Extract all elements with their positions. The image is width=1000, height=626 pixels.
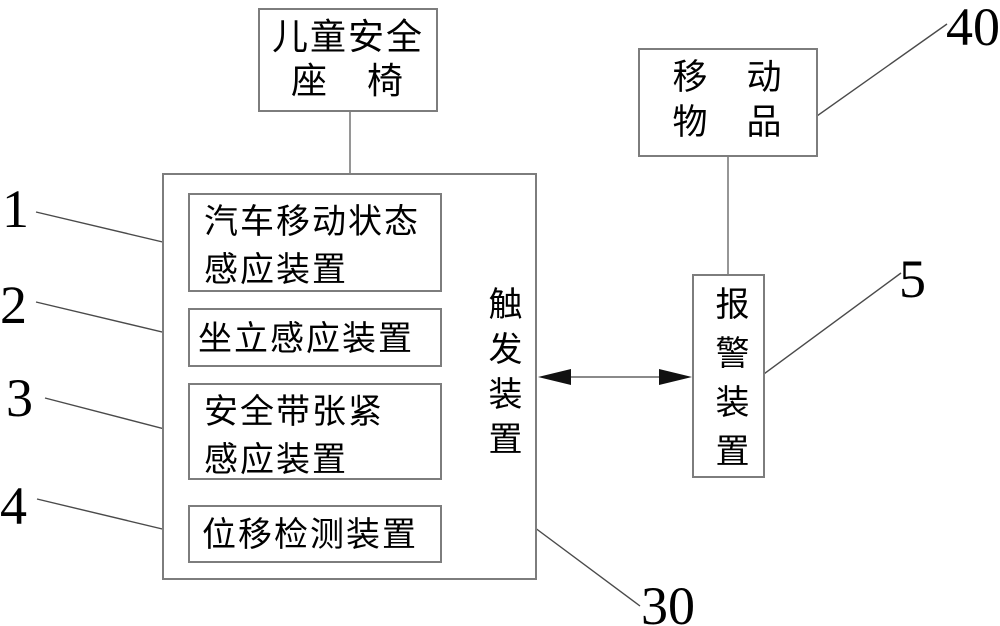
- double-arrow-trigger-alarm: [538, 369, 692, 385]
- belt-tension-sensor-box: 安全带张紧 感应装置: [188, 383, 442, 480]
- child-seat-label: 儿童安全 座 椅: [271, 17, 424, 102]
- moving-object-label: 移 动 物 品: [672, 58, 784, 142]
- displacement-sensor-box: 位移检测装置: [188, 505, 442, 563]
- ref-label-1: 1: [2, 179, 29, 239]
- leader-line-ref-40: [799, 23, 948, 129]
- displacement-sensor-label: 位移检测装置: [202, 517, 418, 554]
- ref-label-2: 2: [0, 275, 27, 335]
- ref-label-30: 30: [641, 576, 695, 626]
- trigger-device-label: 触发装置: [483, 286, 520, 466]
- ref-label-5: 5: [899, 249, 926, 309]
- alarm-device-box: 报警装置: [692, 274, 765, 482]
- car-state-sensor-box: 汽车移动状态 感应装置: [188, 193, 442, 292]
- moving-object-box: 移 动 物 品: [638, 48, 818, 157]
- sitting-sensor-box: 坐立感应装置: [188, 308, 442, 367]
- ref-label-4: 4: [0, 476, 27, 536]
- alarm-device-label: 报警装置: [710, 286, 747, 482]
- child-seat-box: 儿童安全 座 椅: [258, 8, 438, 112]
- belt-tension-sensor-label: 安全带张紧 感应装置: [204, 394, 384, 479]
- sitting-sensor-label: 坐立感应装置: [198, 321, 414, 358]
- car-state-sensor-label: 汽车移动状态 感应装置: [204, 204, 420, 289]
- ref-label-40: 40: [946, 0, 1000, 57]
- leader-line-ref-5: [756, 272, 902, 380]
- ref-label-3: 3: [6, 368, 33, 428]
